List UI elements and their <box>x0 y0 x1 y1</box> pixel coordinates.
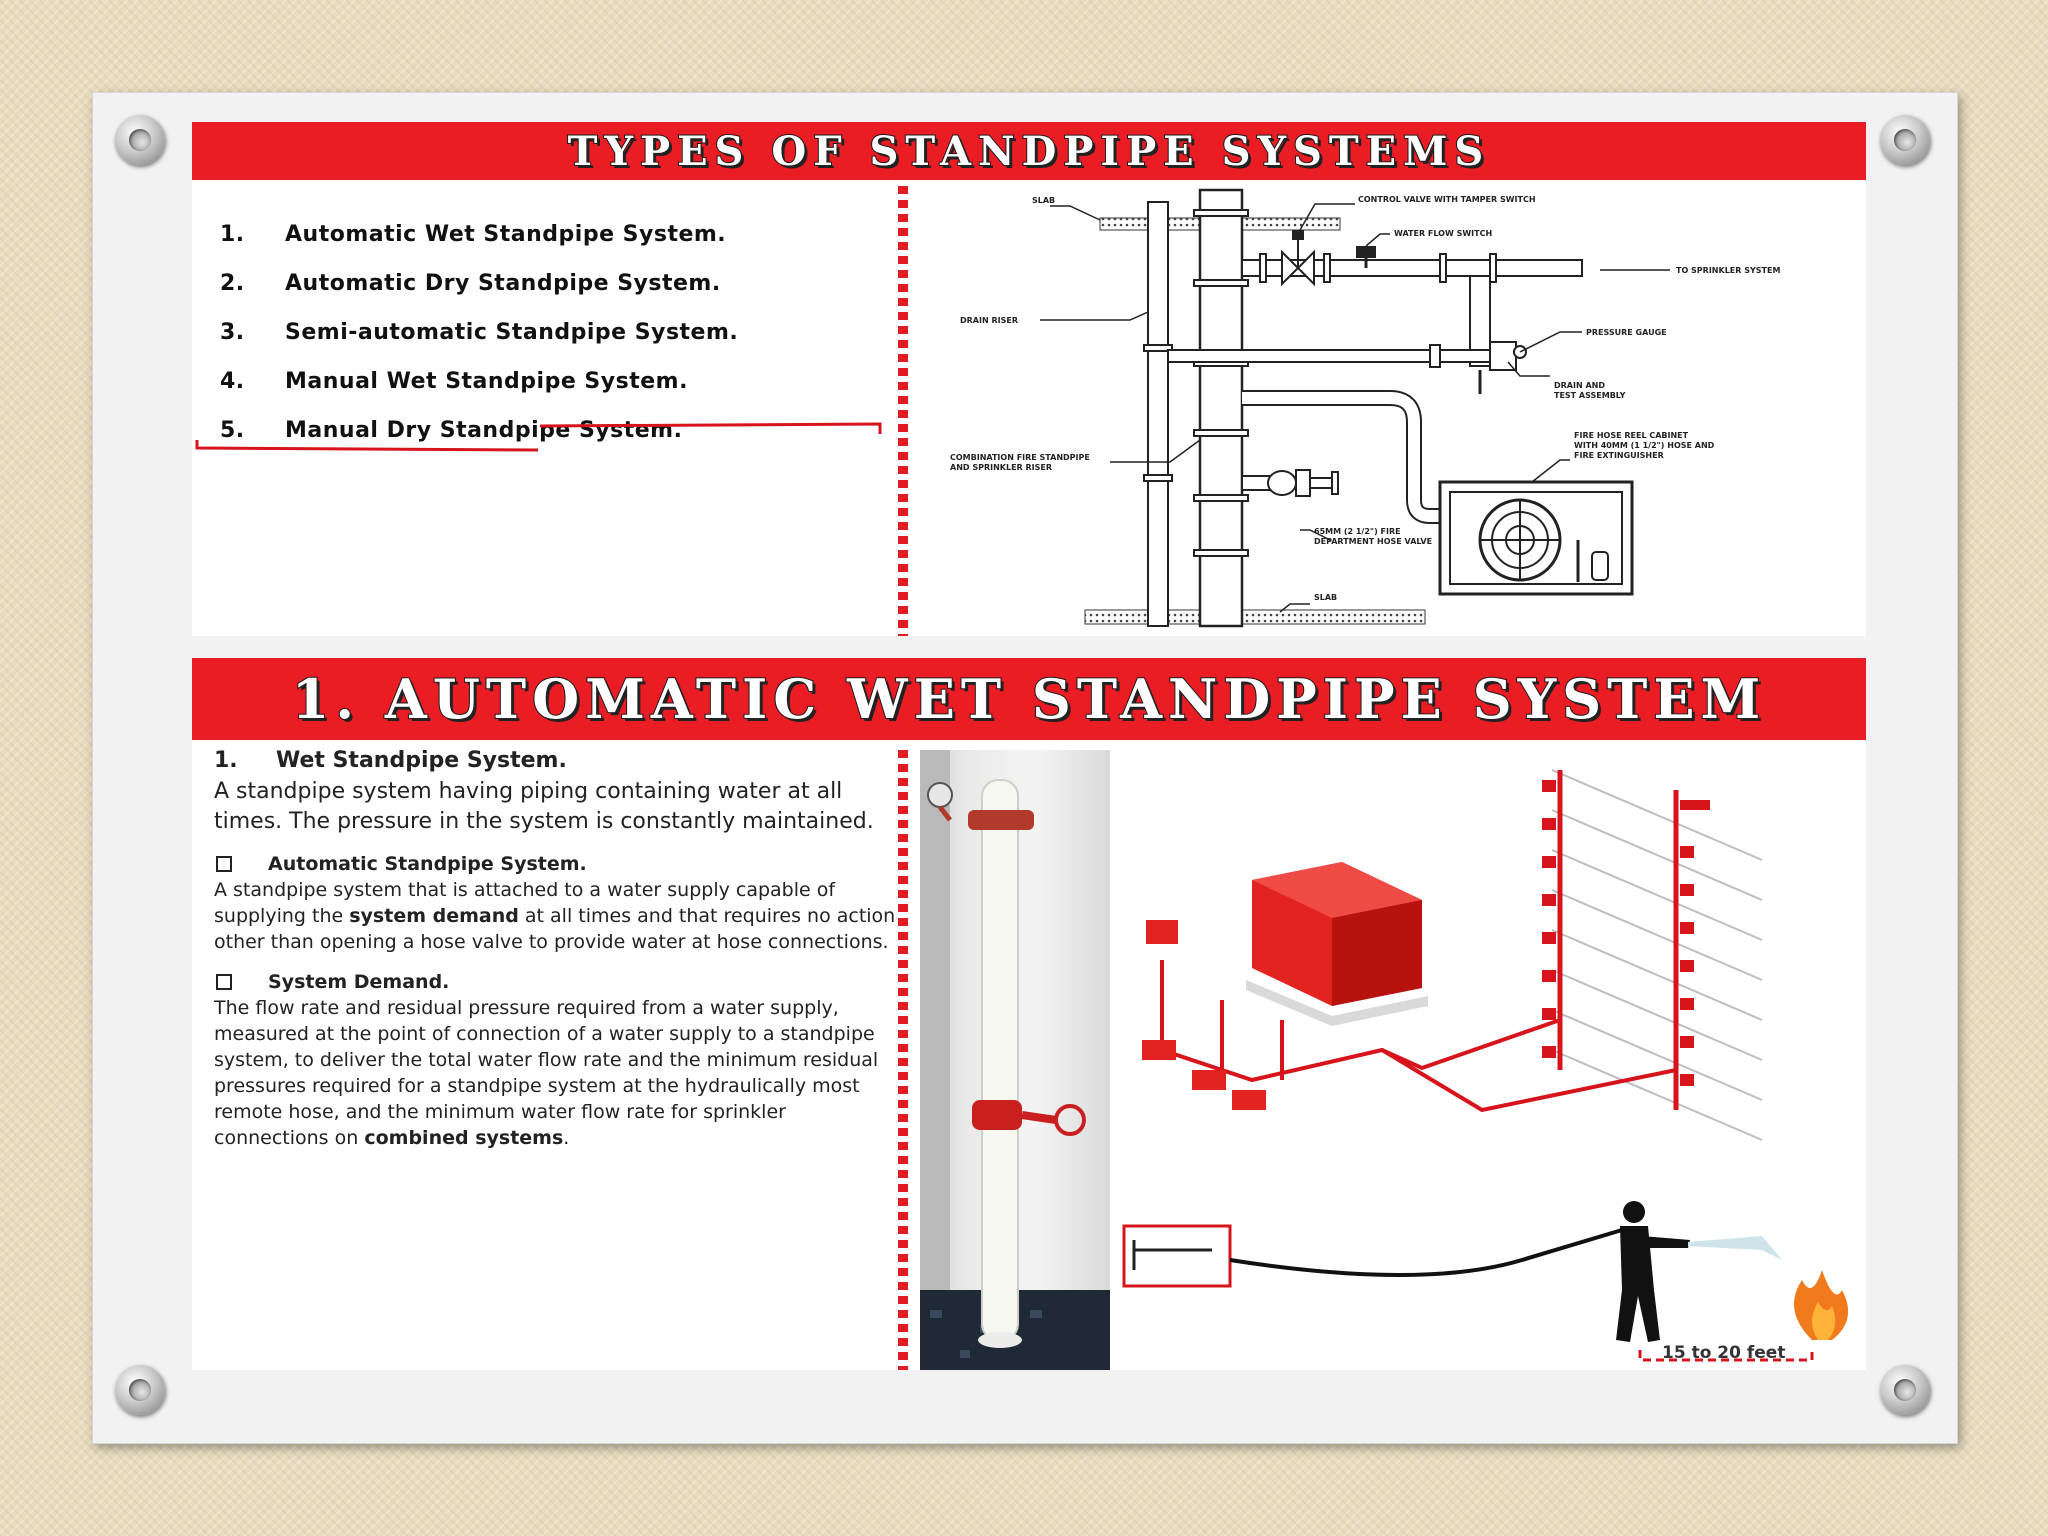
riser-diagram: SLAB CONTROL VALVE WITH TAMPER SWITCH WA… <box>950 188 1780 628</box>
types-divider <box>898 186 908 636</box>
label-drain-riser: DRAIN RISER <box>960 316 1018 325</box>
grommet-bottom-left <box>115 1365 165 1415</box>
types-list: 1.Automatic Wet Standpipe System. 2.Auto… <box>220 210 738 455</box>
list-item: 1.Automatic Wet Standpipe System. <box>220 222 727 247</box>
standpipe-photo <box>920 750 1110 1370</box>
grommet-top-right <box>1880 115 1930 165</box>
panel-types: TYPES OF STANDPIPE SYSTEMS 1.Automatic W… <box>192 122 1866 636</box>
wet-system-illustration: 15 to 20 feet <box>1122 769 1849 1363</box>
automatic-standpipe-definition: A standpipe system that is attached to a… <box>214 879 896 953</box>
checkbox-bullet-icon <box>216 856 232 872</box>
types-title: TYPES OF STANDPIPE SYSTEMS <box>567 127 1491 176</box>
label-slab-top: SLAB <box>1032 196 1055 205</box>
label-slab-bottom: SLAB <box>1314 593 1337 602</box>
firefighter-silhouette <box>1616 1201 1690 1342</box>
label-combo-2: AND SPRINKLER RISER <box>950 463 1052 472</box>
grommet-bottom-right <box>1880 1365 1930 1415</box>
label-valve-2: DEPARTMENT HOSE VALVE <box>1314 537 1432 546</box>
label-to-sprinkler: TO SPRINKLER SYSTEM <box>1676 266 1780 275</box>
label-combo-1: COMBINATION FIRE STANDPIPE <box>950 453 1090 462</box>
types-banner: TYPES OF STANDPIPE SYSTEMS <box>192 122 1866 180</box>
checkbox-bullet-icon <box>216 974 232 990</box>
list-item: 2.Automatic Dry Standpipe System. <box>220 271 721 296</box>
label-control-valve: CONTROL VALVE WITH TAMPER SWITCH <box>1358 195 1536 204</box>
sub-system-demand: System Demand. <box>214 971 904 993</box>
list-item: 3.Semi-automatic Standpipe System. <box>220 320 739 345</box>
wet-heading: 1.Wet Standpipe System. <box>214 748 567 773</box>
label-drain-test-2: TEST ASSEMBLY <box>1554 391 1626 400</box>
grommet-top-left <box>115 115 165 165</box>
types-list-area: 1.Automatic Wet Standpipe System. 2.Auto… <box>192 180 892 636</box>
panel-wet-standpipe: 1. AUTOMATIC WET STANDPIPE SYSTEM 1.Wet … <box>192 658 1866 1370</box>
list-item: 4.Manual Wet Standpipe System. <box>220 369 688 394</box>
label-cabinet-1: FIRE HOSE REEL CABINET <box>1574 431 1689 440</box>
label-cabinet-2: WITH 40MM (1 1/2") HOSE AND <box>1574 441 1715 450</box>
wet-text-area: 1.Wet Standpipe System. A standpipe syst… <box>192 740 895 1370</box>
label-pressure-gauge: PRESSURE GAUGE <box>1586 328 1667 337</box>
wet-text-block: 1.Wet Standpipe System. A standpipe syst… <box>214 748 904 1151</box>
fire-icon <box>1794 1270 1849 1340</box>
wet-intro: A standpipe system having piping contain… <box>214 779 874 834</box>
label-water-flow: WATER FLOW SWITCH <box>1394 229 1492 238</box>
list-item: 5.Manual Dry Standpipe System. <box>220 418 683 443</box>
standpipe-photo-art <box>920 750 1110 1370</box>
label-cabinet-3: FIRE EXTINGUISHER <box>1574 451 1664 460</box>
slab-bottom <box>1084 609 1426 625</box>
distance-label: 15 to 20 feet <box>1662 1343 1785 1363</box>
wet-title: 1. AUTOMATIC WET STANDPIPE SYSTEM <box>291 666 1767 732</box>
sub-automatic-standpipe: Automatic Standpipe System. <box>214 853 904 875</box>
wet-divider <box>898 750 908 1370</box>
label-valve-1: 65MM (2 1/2") FIRE <box>1314 527 1401 536</box>
label-drain-test-1: DRAIN AND <box>1554 381 1605 390</box>
wet-banner: 1. AUTOMATIC WET STANDPIPE SYSTEM <box>192 658 1866 740</box>
system-demand-definition: The flow rate and residual pressure requ… <box>214 997 879 1149</box>
